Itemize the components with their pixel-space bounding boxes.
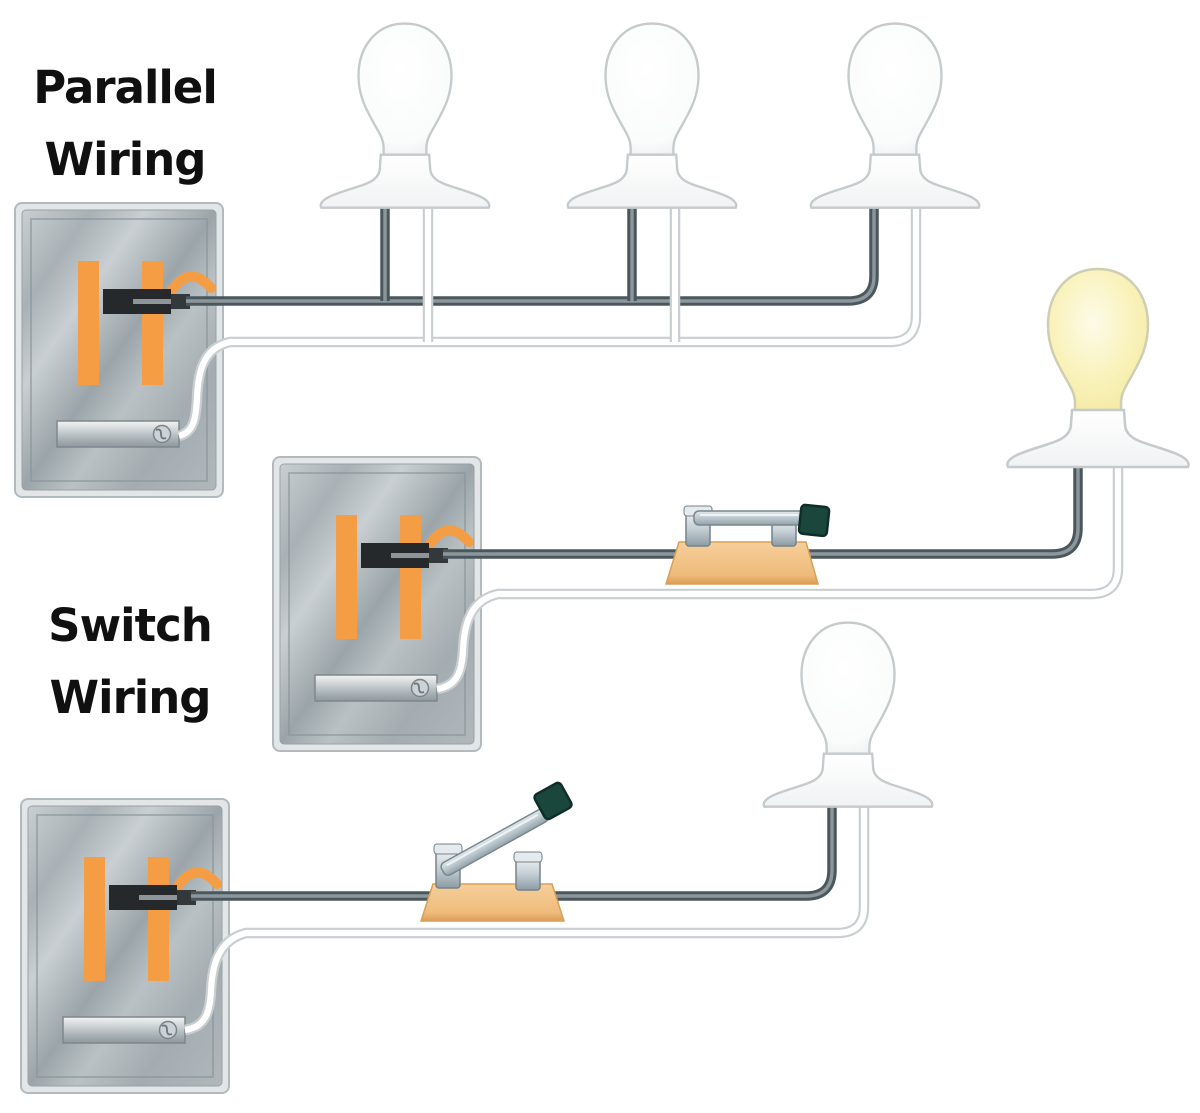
switch-handle-icon (533, 781, 573, 821)
light-bulb-off-icon (762, 621, 934, 808)
service-panel-switch-lit (273, 457, 481, 751)
switch-lit-neutral-wire (435, 460, 1124, 695)
knife-switch-closed-icon (664, 503, 831, 585)
parallel-neutral-wire (177, 204, 922, 442)
light-bulb-off-icon (809, 22, 981, 209)
light-bulb-off-icon (319, 22, 491, 209)
light-bulb-off-icon (566, 22, 738, 209)
parallel-hot-wire (186, 204, 879, 306)
light-bulb-lit-icon (1006, 267, 1190, 469)
service-panel-switch-off (21, 799, 229, 1093)
knife-switch-open-icon (419, 781, 573, 922)
service-panel-parallel (15, 203, 223, 497)
parallel-wiring-label-line1: Parallel (33, 61, 218, 114)
switch-off-hot-wire (191, 798, 837, 901)
parallel-wiring-label-line2: Wiring (44, 133, 207, 186)
switch-wiring-label-line2: Wiring (49, 671, 212, 724)
switch-off-neutral-wire (183, 800, 870, 1036)
parallel-wiring-label: Parallel Wiring (0, 52, 250, 196)
switch-wiring-label-line1: Switch (48, 599, 213, 652)
switch-wiring-label: Switch Wiring (5, 590, 255, 734)
switch-lit-hot-wire (443, 455, 1083, 559)
switch-handle-icon (797, 503, 831, 538)
